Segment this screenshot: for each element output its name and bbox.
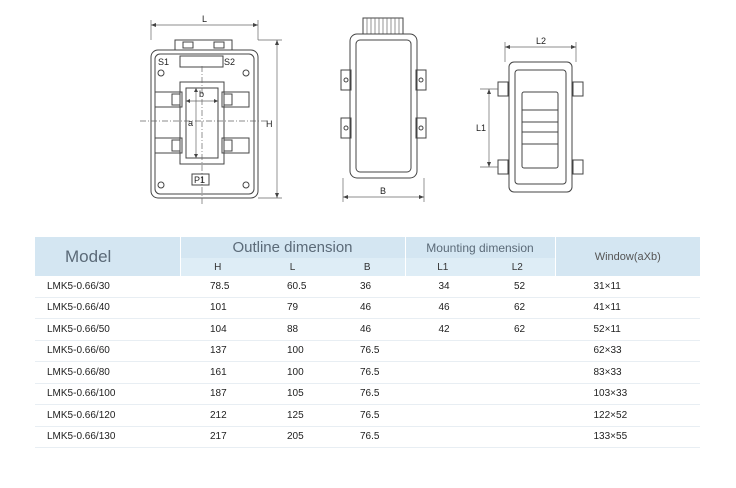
height-cell: 137 [180, 340, 255, 362]
window-cell: 122×52 [555, 404, 700, 427]
mount-l2-cell [480, 340, 556, 362]
window-cell: 52×11 [555, 318, 700, 341]
height-cell: 161 [180, 361, 255, 384]
height-cell: 187 [180, 383, 255, 405]
length-cell: 100 [255, 361, 330, 384]
breadth-cell: 76.5 [330, 361, 406, 384]
length-cell: 205 [255, 426, 330, 448]
dim-label-a: a [188, 118, 193, 128]
breadth-cell: 46 [330, 297, 406, 319]
length-cell: 88 [255, 318, 330, 341]
col-header-H: H [214, 261, 222, 273]
mount-l1-cell [405, 426, 480, 448]
model-cell: LMK5-0.66/50 [35, 318, 180, 341]
mount-l1-cell: 46 [405, 297, 480, 319]
front-view-drawing: L S1 S2 b a [140, 14, 282, 206]
breadth-cell: 76.5 [330, 340, 406, 362]
height-cell: 78.5 [180, 276, 255, 298]
breadth-cell: 36 [330, 276, 406, 298]
mount-l2-cell [480, 383, 556, 405]
window-header: Window(aXb) [594, 250, 661, 263]
breadth-cell: 76.5 [330, 426, 406, 448]
mount-view-drawing: L2 L1 [476, 36, 584, 193]
mount-l1-cell: 34 [405, 276, 480, 298]
model-cell: LMK5-0.66/120 [35, 404, 180, 427]
dim-label-L: L [202, 14, 207, 24]
dim-label-b: b [199, 89, 204, 99]
window-cell: 31×11 [555, 276, 700, 298]
length-cell: 79 [255, 297, 330, 319]
mount-l1-cell: 42 [405, 318, 480, 341]
window-cell: 83×33 [555, 361, 700, 384]
window-cell: 133×55 [555, 426, 700, 448]
breadth-cell: 76.5 [330, 404, 406, 427]
col-header-L: L [289, 261, 296, 273]
label-P1: P1 [194, 175, 205, 185]
label-S1: S1 [158, 57, 169, 67]
mount-l2-cell [480, 361, 556, 384]
col-header-L2: L2 [480, 258, 556, 276]
col-header-L1: L1 [437, 261, 449, 273]
label-S2: S2 [224, 57, 235, 67]
dim-label-H: H [266, 119, 273, 129]
spec-table: Model Outline dimension Mounting dimensi… [35, 237, 700, 448]
col-header-B: B [330, 258, 406, 276]
breadth-cell: 46 [330, 318, 406, 341]
height-cell: 217 [180, 426, 255, 448]
window-cell: 62×33 [555, 340, 700, 362]
dim-label-L2: L2 [536, 36, 546, 46]
length-cell: 125 [255, 404, 330, 427]
breadth-cell: 76.5 [330, 383, 406, 405]
mount-l2-cell: 52 [480, 276, 556, 298]
length-cell: 105 [255, 383, 330, 405]
model-cell: LMK5-0.66/100 [35, 383, 180, 405]
height-cell: 212 [180, 404, 255, 427]
mount-l2-cell [480, 426, 556, 448]
mount-l2-cell [480, 404, 556, 427]
mounting-header: Mounting dimension [405, 237, 556, 258]
model-cell: LMK5-0.66/30 [35, 276, 180, 298]
model-cell: LMK5-0.66/60 [35, 340, 180, 362]
outline-header: Outline dimension [180, 237, 406, 258]
model-header: Model [35, 237, 181, 276]
technical-drawings: L S1 S2 b a [140, 14, 584, 206]
mount-l1-cell [405, 404, 480, 427]
model-cell: LMK5-0.66/80 [35, 361, 180, 384]
model-cell: LMK5-0.66/130 [35, 426, 180, 448]
height-cell: 104 [180, 318, 255, 341]
length-cell: 100 [255, 340, 330, 362]
mount-l1-cell [405, 340, 480, 362]
window-cell: 103×33 [555, 383, 700, 405]
side-view-drawing: B [340, 17, 427, 202]
mount-l2-cell: 62 [480, 297, 556, 319]
dim-label-B: B [380, 186, 386, 196]
length-cell: 60.5 [255, 276, 330, 298]
height-cell: 101 [180, 297, 255, 319]
mount-l2-cell: 62 [480, 318, 556, 341]
model-cell: LMK5-0.66/40 [35, 297, 180, 319]
window-cell: 41×11 [555, 297, 700, 319]
dim-label-L1: L1 [476, 123, 486, 133]
mount-l1-cell [405, 383, 480, 405]
mount-l1-cell [405, 361, 480, 384]
